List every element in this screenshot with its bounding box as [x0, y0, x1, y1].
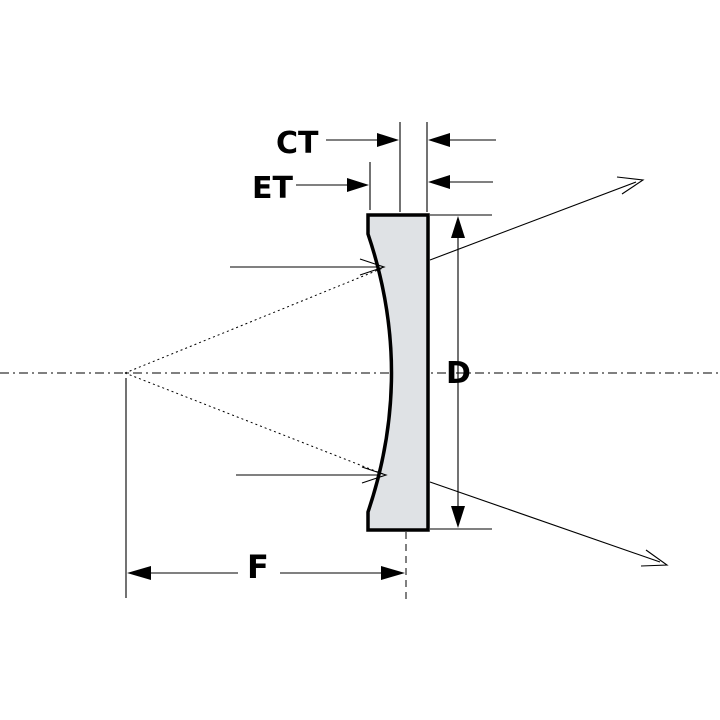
f-right-arrowhead — [381, 566, 405, 580]
f-left-arrowhead — [127, 566, 151, 580]
incoming-ray-top-arrowhead — [359, 258, 386, 276]
ct-right-arrowhead — [428, 133, 450, 147]
d-bottom-arrowhead — [451, 506, 465, 528]
virtual-ray-top — [124, 267, 384, 374]
plano-concave-lens — [366, 213, 430, 532]
incoming-ray-bottom-arrowhead — [361, 466, 388, 484]
output-ray-top-arrowhead — [616, 176, 645, 195]
et-left-arrowhead — [347, 178, 369, 192]
et-right-arrowhead — [428, 175, 450, 189]
f-label: F — [247, 548, 269, 586]
d-top-arrowhead — [451, 216, 465, 238]
et-label: ET — [252, 171, 293, 206]
output-ray-top — [429, 181, 637, 261]
output-ray-bottom-arrowhead — [640, 549, 669, 567]
ct-label: CT — [276, 126, 319, 161]
output-ray-bottom — [429, 481, 661, 563]
d-label: D — [446, 356, 471, 391]
virtual-ray-bottom — [124, 372, 384, 475]
ct-left-arrowhead — [377, 133, 399, 147]
